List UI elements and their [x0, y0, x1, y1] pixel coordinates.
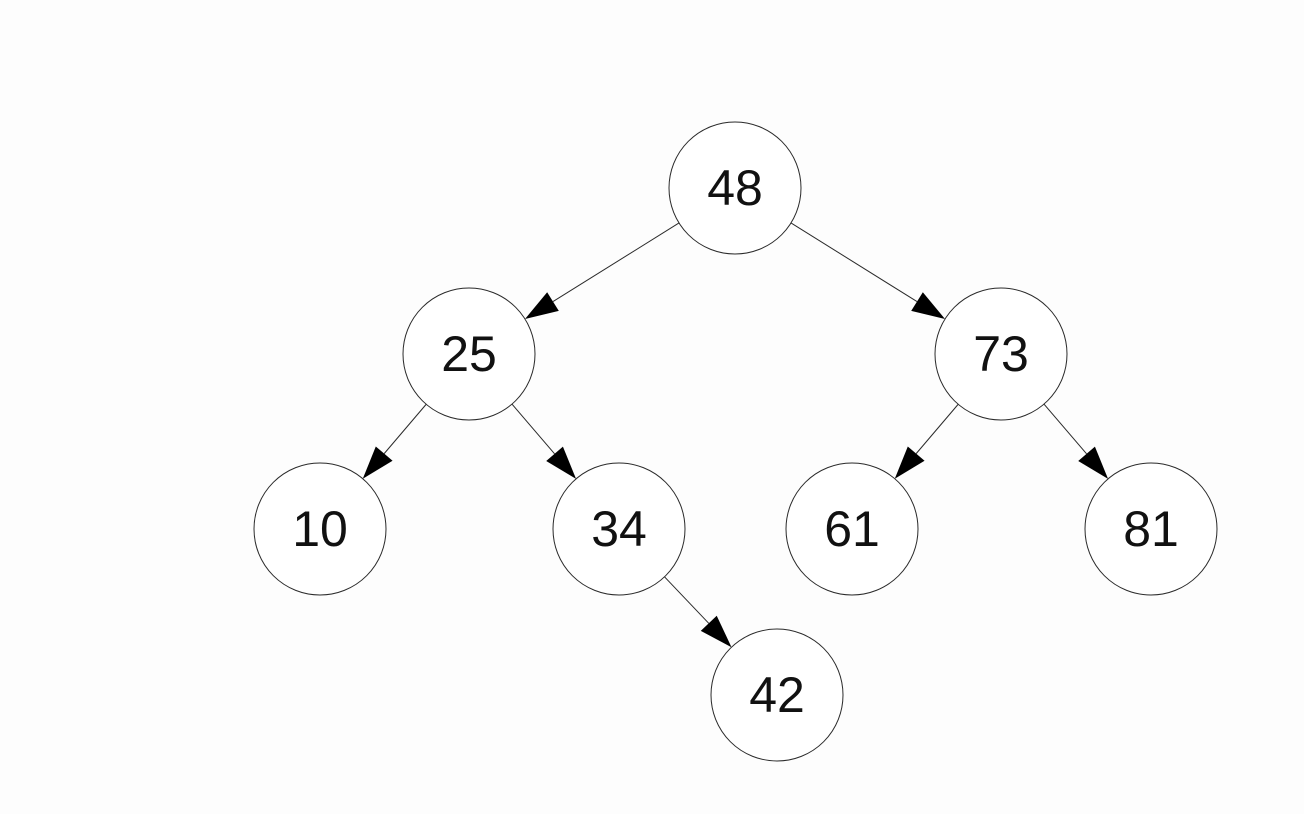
- edge-line: [511, 403, 555, 455]
- node-label: 73: [973, 326, 1029, 382]
- node-label: 48: [707, 160, 763, 216]
- node-label: 25: [441, 326, 497, 382]
- edge-25-to-34: [511, 403, 577, 479]
- tree-node-81: 81: [1084, 462, 1218, 596]
- tree-node-48: 48: [668, 121, 802, 255]
- edge-line: [915, 403, 959, 454]
- tree-node-10: 10: [253, 462, 387, 596]
- arrowhead: [911, 292, 946, 320]
- tree-edges: [362, 222, 1109, 648]
- tree-node-61: 61: [785, 462, 919, 596]
- node-circle: [710, 628, 844, 762]
- tree-node-73: 73: [934, 287, 1068, 421]
- edge-line: [383, 403, 427, 454]
- edge-line: [1043, 403, 1087, 455]
- tree-node-42: 42: [710, 628, 844, 762]
- arrowhead: [700, 615, 732, 648]
- arrowhead: [362, 446, 393, 479]
- node-circle: [253, 462, 387, 596]
- arrowhead: [894, 446, 925, 479]
- arrowhead: [546, 446, 577, 479]
- tree-node-25: 25: [402, 287, 536, 421]
- tree-nodes: 48 25 73 10 34 61 81 42: [253, 121, 1218, 762]
- node-circle: [934, 287, 1068, 421]
- node-label: 34: [591, 501, 647, 557]
- edge-48-to-25: [524, 222, 680, 320]
- edge-73-to-61: [894, 403, 959, 479]
- edge-48-to-73: [790, 222, 946, 320]
- node-label: 61: [824, 501, 880, 557]
- node-circle: [402, 287, 536, 421]
- edge-25-to-10: [362, 403, 427, 479]
- edge-34-to-42: [664, 576, 732, 648]
- node-circle: [552, 462, 686, 596]
- node-circle: [785, 462, 919, 596]
- edge-line: [790, 222, 918, 303]
- node-label: 81: [1123, 501, 1179, 557]
- tree-node-34: 34: [552, 462, 686, 596]
- edge-73-to-81: [1043, 403, 1109, 479]
- edge-line: [664, 576, 710, 624]
- arrowhead: [524, 292, 559, 320]
- node-label: 42: [749, 667, 805, 723]
- arrowhead: [1078, 446, 1109, 479]
- node-label: 10: [292, 501, 348, 557]
- edge-line: [552, 222, 680, 303]
- node-circle: [668, 121, 802, 255]
- node-circle: [1084, 462, 1218, 596]
